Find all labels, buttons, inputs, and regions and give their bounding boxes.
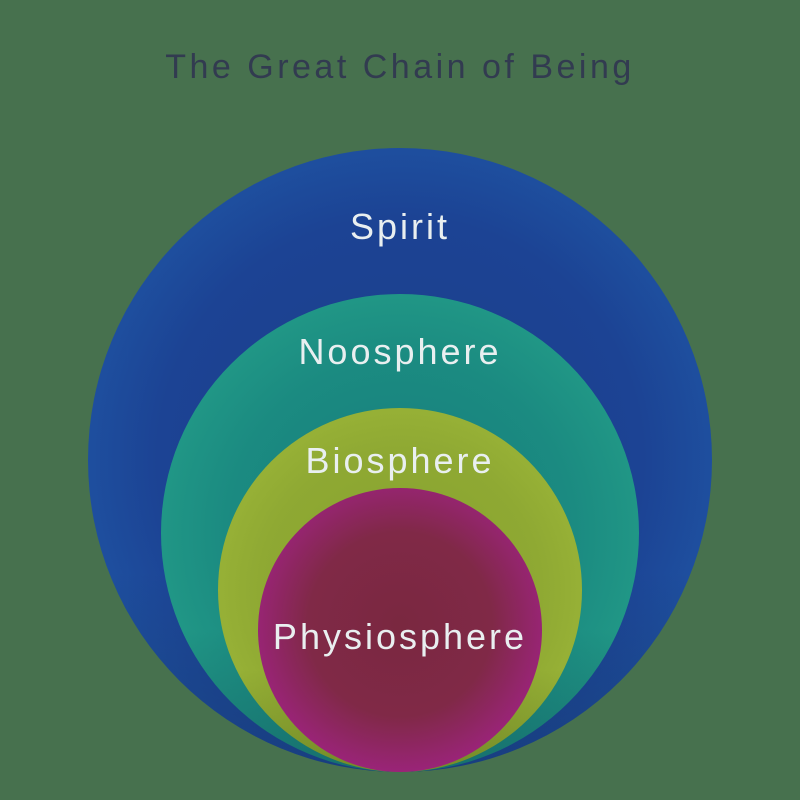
label-physiosphere: Physiosphere xyxy=(272,616,528,657)
label-noosphere: Noosphere xyxy=(298,331,502,372)
circle-physiosphere xyxy=(258,488,542,772)
label-biosphere: Biosphere xyxy=(305,440,495,481)
diagram-title: The Great Chain of Being xyxy=(165,48,635,86)
label-spirit: Spirit xyxy=(349,206,451,247)
